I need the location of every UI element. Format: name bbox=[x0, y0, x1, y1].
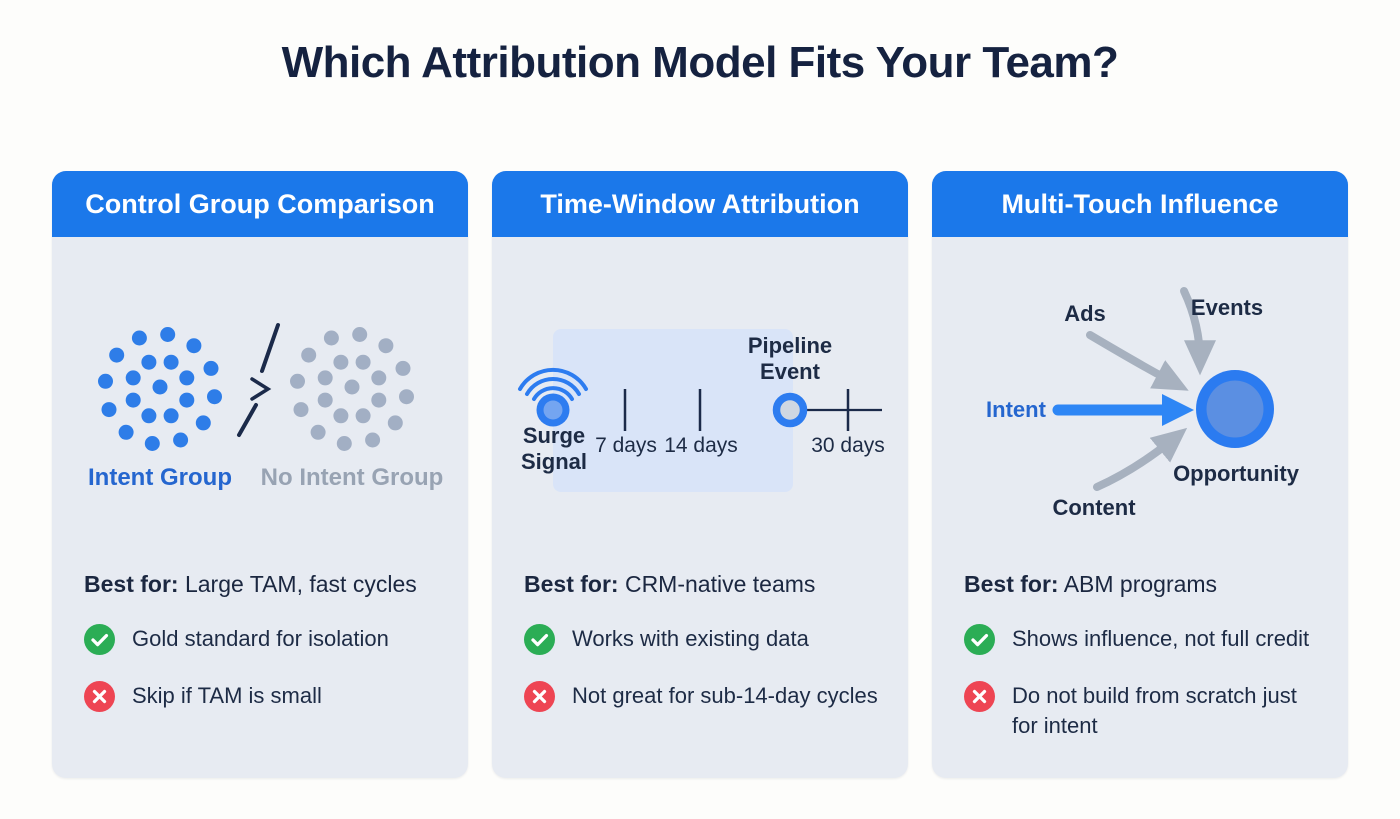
greater-than-divider-icon bbox=[237, 323, 280, 437]
pro-text: Shows influence, not full credit bbox=[1012, 626, 1310, 651]
ads-label: Ads bbox=[1064, 301, 1106, 326]
multi-touch-illustration: Ads Events Intent Content Opportunity bbox=[932, 237, 1348, 537]
card-time-window: Time-Window Attribution bbox=[492, 171, 908, 778]
con-row: Not great for sub-14-day cycles bbox=[524, 681, 878, 712]
pro-text: Works with existing data bbox=[572, 626, 809, 651]
tick-label-30-days: 30 days bbox=[811, 434, 885, 457]
check-icon bbox=[84, 624, 115, 655]
best-for-value: ABM programs bbox=[1063, 571, 1218, 597]
con-text: Not great for sub-14-day cycles bbox=[572, 683, 878, 708]
opportunity-label: Opportunity bbox=[1173, 461, 1299, 486]
best-for-label: Best for: bbox=[964, 571, 1059, 597]
ads-arrow-icon bbox=[1086, 331, 1189, 391]
pro-row: Gold standard for isolation bbox=[84, 624, 438, 655]
time-window-details: Best for: CRM-native teams Works with ex… bbox=[492, 537, 908, 712]
con-row: Skip if TAM is small bbox=[84, 681, 438, 712]
multi-touch-details: Best for: ABM programs Shows influence, … bbox=[932, 537, 1348, 741]
card-multi-touch-title: Multi-Touch Influence bbox=[932, 171, 1348, 237]
best-for-value: Large TAM, fast cycles bbox=[184, 571, 417, 597]
cross-icon bbox=[964, 681, 995, 712]
check-icon bbox=[524, 624, 555, 655]
time-window-illustration: Pipeline Event Surge Signal 7 days 14 da… bbox=[492, 237, 908, 537]
pipeline-event-label: Pipeline Event bbox=[747, 333, 833, 384]
con-text: Skip if TAM is small bbox=[132, 683, 322, 708]
cross-icon bbox=[84, 681, 115, 712]
card-control-group: Control Group Comparison Intent Group No… bbox=[52, 171, 468, 778]
best-for-label: Best for: bbox=[84, 571, 179, 597]
pro-row: Shows influence, not full credit bbox=[964, 624, 1318, 655]
content-label: Content bbox=[1052, 495, 1136, 520]
control-group-illustration: Intent Group No Intent Group bbox=[52, 237, 468, 537]
con-text: Do not build from scratch just for inten… bbox=[1012, 683, 1297, 738]
card-time-window-title: Time-Window Attribution bbox=[492, 171, 908, 237]
intent-dot-cluster bbox=[98, 327, 222, 451]
card-multi-touch: Multi-Touch Influence bbox=[932, 171, 1348, 778]
intent-arrow-icon bbox=[1052, 394, 1194, 426]
con-row: Do not build from scratch just for inten… bbox=[964, 681, 1318, 741]
best-for-line: Best for: Large TAM, fast cycles bbox=[84, 571, 438, 598]
intent-label: Intent bbox=[986, 397, 1046, 422]
pipeline-event-node bbox=[772, 392, 808, 428]
dot-clusters-graphic bbox=[98, 323, 414, 451]
check-icon bbox=[964, 624, 995, 655]
pro-row: Works with existing data bbox=[524, 624, 878, 655]
influence-graphic bbox=[1052, 287, 1274, 491]
influence-arrows bbox=[1086, 287, 1216, 491]
no-intent-dot-cluster bbox=[290, 327, 414, 451]
best-for-value: CRM-native teams bbox=[624, 571, 816, 597]
content-arrow-icon bbox=[1093, 427, 1188, 491]
cross-icon bbox=[524, 681, 555, 712]
best-for-line: Best for: ABM programs bbox=[964, 571, 1318, 598]
card-control-group-title: Control Group Comparison bbox=[52, 171, 468, 237]
timeline-graphic bbox=[518, 329, 882, 492]
timeline-ticks bbox=[623, 389, 850, 431]
page-title: Which Attribution Model Fits Your Team? bbox=[281, 38, 1119, 87]
tick-label-7-days: 7 days bbox=[595, 434, 657, 457]
events-label: Events bbox=[1190, 295, 1264, 320]
best-for-label: Best for: bbox=[524, 571, 619, 597]
surge-signal-label: Surge Signal bbox=[520, 423, 587, 474]
surge-signal-icon bbox=[518, 367, 588, 427]
tick-label-14-days: 14 days bbox=[664, 434, 738, 457]
intent-group-label: Intent Group bbox=[88, 464, 232, 491]
events-arrow-icon bbox=[1180, 287, 1216, 376]
best-for-line: Best for: CRM-native teams bbox=[524, 571, 878, 598]
control-group-details: Best for: Large TAM, fast cycles Gold st… bbox=[52, 537, 468, 712]
no-intent-group-label: No Intent Group bbox=[260, 464, 444, 491]
pro-text: Gold standard for isolation bbox=[132, 626, 389, 651]
opportunity-node bbox=[1196, 370, 1274, 448]
card-row: Control Group Comparison Intent Group No… bbox=[52, 171, 1348, 778]
